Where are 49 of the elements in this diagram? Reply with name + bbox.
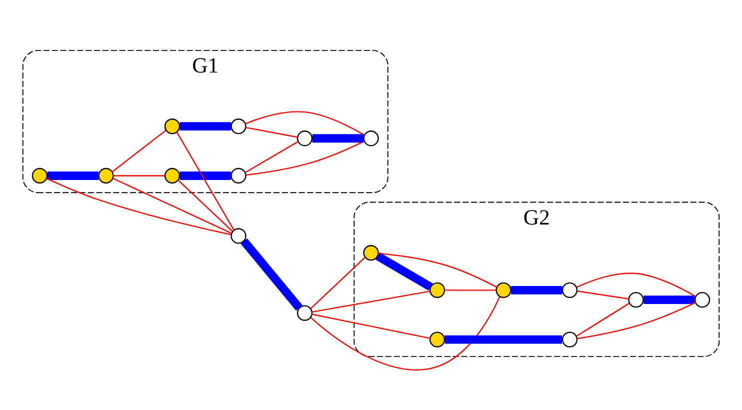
connector xyxy=(577,290,629,299)
node-circle xyxy=(628,291,644,308)
node-circle xyxy=(562,282,578,298)
connector xyxy=(576,272,696,296)
node-circle xyxy=(694,291,710,308)
node-circle xyxy=(363,244,379,260)
node-circle xyxy=(496,282,512,298)
cluster: G2 xyxy=(354,201,720,356)
connector xyxy=(112,129,166,172)
connector xyxy=(376,252,433,290)
connector xyxy=(312,134,364,142)
connector xyxy=(47,171,98,180)
node-circle xyxy=(363,130,379,146)
connector xyxy=(246,140,364,176)
connector xyxy=(310,256,366,309)
node-circle xyxy=(164,118,180,134)
connector xyxy=(46,177,231,235)
connector xyxy=(312,290,430,312)
connector xyxy=(176,131,234,230)
connector xyxy=(444,289,496,290)
connector xyxy=(576,302,696,339)
connector xyxy=(576,302,630,336)
node-circle xyxy=(562,331,578,347)
node-circle xyxy=(164,167,180,184)
node-circle xyxy=(230,228,246,244)
connector xyxy=(112,177,232,234)
connector xyxy=(312,313,430,338)
node-circle xyxy=(296,130,313,146)
connector xyxy=(246,126,298,138)
connector xyxy=(245,110,365,136)
connector xyxy=(310,296,500,370)
node-circle xyxy=(98,167,114,184)
node-circle xyxy=(296,304,313,320)
cluster: G1 xyxy=(22,49,388,193)
connector xyxy=(240,238,302,310)
node-circle xyxy=(429,331,446,347)
connector xyxy=(511,285,562,294)
node-circle xyxy=(230,167,246,184)
node-circle xyxy=(32,167,48,184)
connector xyxy=(444,334,562,344)
connector xyxy=(114,174,165,176)
connector xyxy=(244,140,298,173)
connector xyxy=(180,122,231,130)
connector xyxy=(644,295,695,304)
node-circle xyxy=(429,282,446,298)
connector xyxy=(178,179,233,232)
connector xyxy=(180,171,231,180)
node-circle xyxy=(230,118,246,134)
connector xyxy=(378,252,498,288)
